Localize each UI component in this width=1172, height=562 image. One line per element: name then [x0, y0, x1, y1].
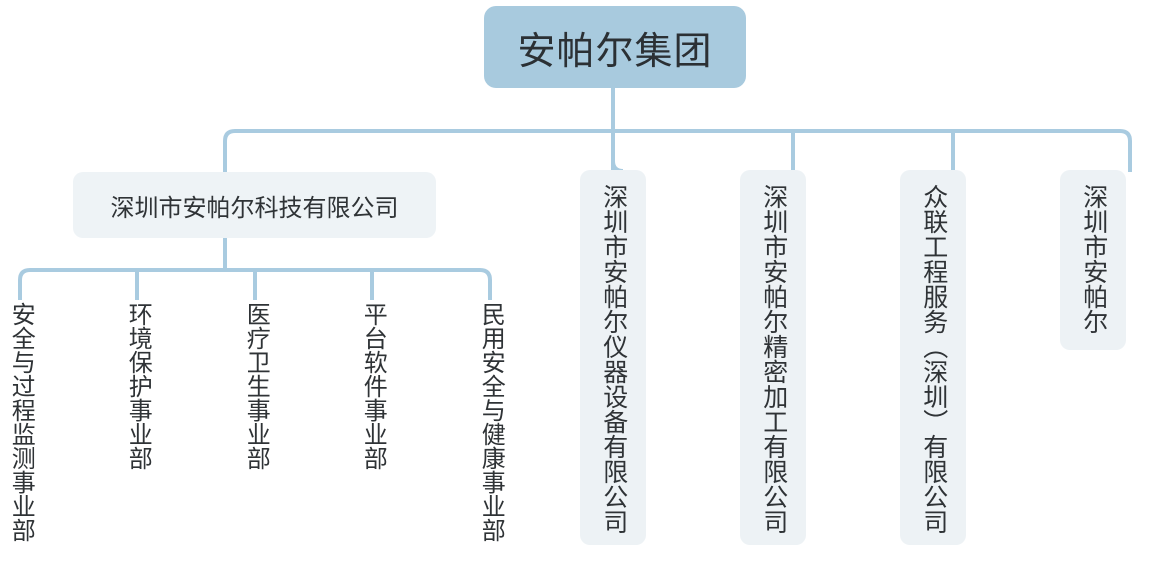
node-subsidiary-zhonglian-engineering-label: 众联工程服务（深圳）有限公司 — [919, 184, 948, 534]
node-subsidiary-apaer-technology[interactable]: 深圳市安帕尔科技有限公司 — [73, 172, 436, 238]
node-subsidiary-apaer-instruments[interactable]: 深圳市安帕尔仪器设备有限公司 — [580, 170, 646, 545]
leaf-platform-software[interactable]: 平台软件事业部 — [352, 302, 392, 560]
node-subsidiary-apaer-shenzhen[interactable]: 深圳市安帕尔 — [1060, 170, 1126, 350]
node-subsidiary-apaer-precision-label: 深圳市安帕尔精密加工有限公司 — [759, 184, 788, 534]
leaf-medical-health-label: 医疗卫生事业部 — [242, 302, 270, 470]
connector-main-bus — [223, 129, 1132, 172]
leaf-safety-process-monitoring[interactable]: 安全与过程监测事业部 — [0, 302, 40, 560]
connector-drop-instruments — [611, 131, 624, 173]
leaf-platform-software-label: 平台软件事业部 — [359, 302, 387, 470]
node-subsidiary-apaer-precision[interactable]: 深圳市安帕尔精密加工有限公司 — [740, 170, 806, 545]
node-root-label: 安帕尔集团 — [517, 30, 713, 73]
node-subsidiary-apaer-shenzhen-label: 深圳市安帕尔 — [1079, 184, 1108, 334]
node-subsidiary-zhonglian-engineering[interactable]: 众联工程服务（深圳）有限公司 — [900, 170, 966, 545]
leaf-civil-safety-health-label: 民用安全与健康事业部 — [477, 302, 505, 542]
node-root[interactable]: 安帕尔集团 — [484, 6, 746, 88]
node-subsidiary-apaer-instruments-label: 深圳市安帕尔仪器设备有限公司 — [599, 184, 628, 534]
leaf-civil-safety-health[interactable]: 民用安全与健康事业部 — [470, 302, 510, 560]
leaf-medical-health[interactable]: 医疗卫生事业部 — [235, 302, 275, 560]
connector-dept-bus — [18, 268, 492, 300]
leaf-safety-process-monitoring-label: 安全与过程监测事业部 — [7, 302, 35, 542]
leaf-environmental-protection-label: 环境保护事业部 — [124, 302, 152, 470]
leaf-environmental-protection[interactable]: 环境保护事业部 — [117, 302, 157, 560]
node-subsidiary-apaer-technology-label: 深圳市安帕尔科技有限公司 — [110, 194, 399, 222]
